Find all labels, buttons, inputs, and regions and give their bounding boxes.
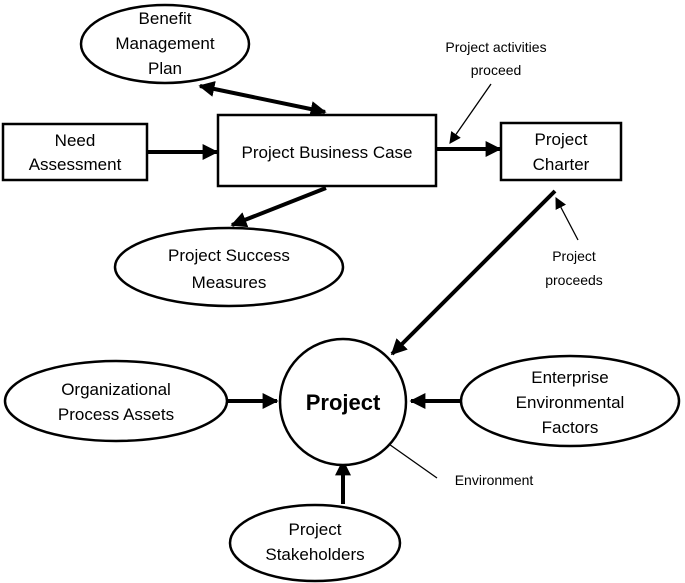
enterprise-environmental-factors-node: Enterprise Environmental Factors <box>459 354 681 448</box>
need-assessment-line-1: Need <box>55 131 96 150</box>
org-assets-line-1: Organizational <box>61 380 171 399</box>
enterprise-factors-line-3: Factors <box>542 418 599 437</box>
org-assets-line-2: Process Assets <box>58 405 174 424</box>
project-charter-node: Project Charter <box>499 121 623 182</box>
need-assessment-node: Need Assessment <box>1 122 149 182</box>
stakeholders-line-2: Stakeholders <box>265 545 364 564</box>
benefit-management-plan-node: Benefit Management Plan <box>79 3 251 85</box>
enterprise-factors-line-2: Environmental <box>516 393 625 412</box>
project-label: Project <box>306 390 381 415</box>
activities-proceed-line-1: Project activities <box>445 39 546 55</box>
success-measures-line-2: Measures <box>192 273 267 292</box>
project-node: Project <box>278 337 408 467</box>
project-proceeds-pointer <box>555 196 579 241</box>
charter-line-2: Charter <box>533 155 590 174</box>
activities-proceed-pointer <box>449 83 492 144</box>
project-proceeds-note: Project proceeds <box>545 248 603 288</box>
project-success-measures-node: Project Success Measures <box>113 226 345 308</box>
project-proceeds-line-2: proceeds <box>545 272 603 288</box>
success-measures-arrow <box>230 186 327 228</box>
need-assessment-line-2: Assessment <box>29 155 122 174</box>
success-measures-line-1: Project Success <box>168 246 290 265</box>
charter-project-arrow <box>390 189 557 356</box>
organizational-process-assets-node: Organizational Process Assets <box>3 359 229 443</box>
project-proceeds-line-1: Project <box>552 248 596 264</box>
environment-note: Environment <box>455 472 534 488</box>
benefit-plan-business-case-arrow <box>198 81 327 117</box>
benefit-plan-line-3: Plan <box>148 59 182 78</box>
project-business-case-node: Project Business Case <box>216 113 438 188</box>
benefit-plan-line-2: Management <box>115 34 215 53</box>
project-stakeholders-node: Project Stakeholders <box>228 503 402 583</box>
activities-proceed-line-2: proceed <box>471 62 522 78</box>
business-case-label: Project Business Case <box>241 143 412 162</box>
environment-pointer <box>385 441 438 479</box>
activities-proceed-note: Project activities proceed <box>445 39 546 78</box>
stakeholders-line-1: Project <box>289 520 342 539</box>
enterprise-factors-line-1: Enterprise <box>531 368 608 387</box>
benefit-plan-line-1: Benefit <box>139 9 192 28</box>
charter-line-1: Project <box>535 130 588 149</box>
environment-label: Environment <box>455 472 534 488</box>
